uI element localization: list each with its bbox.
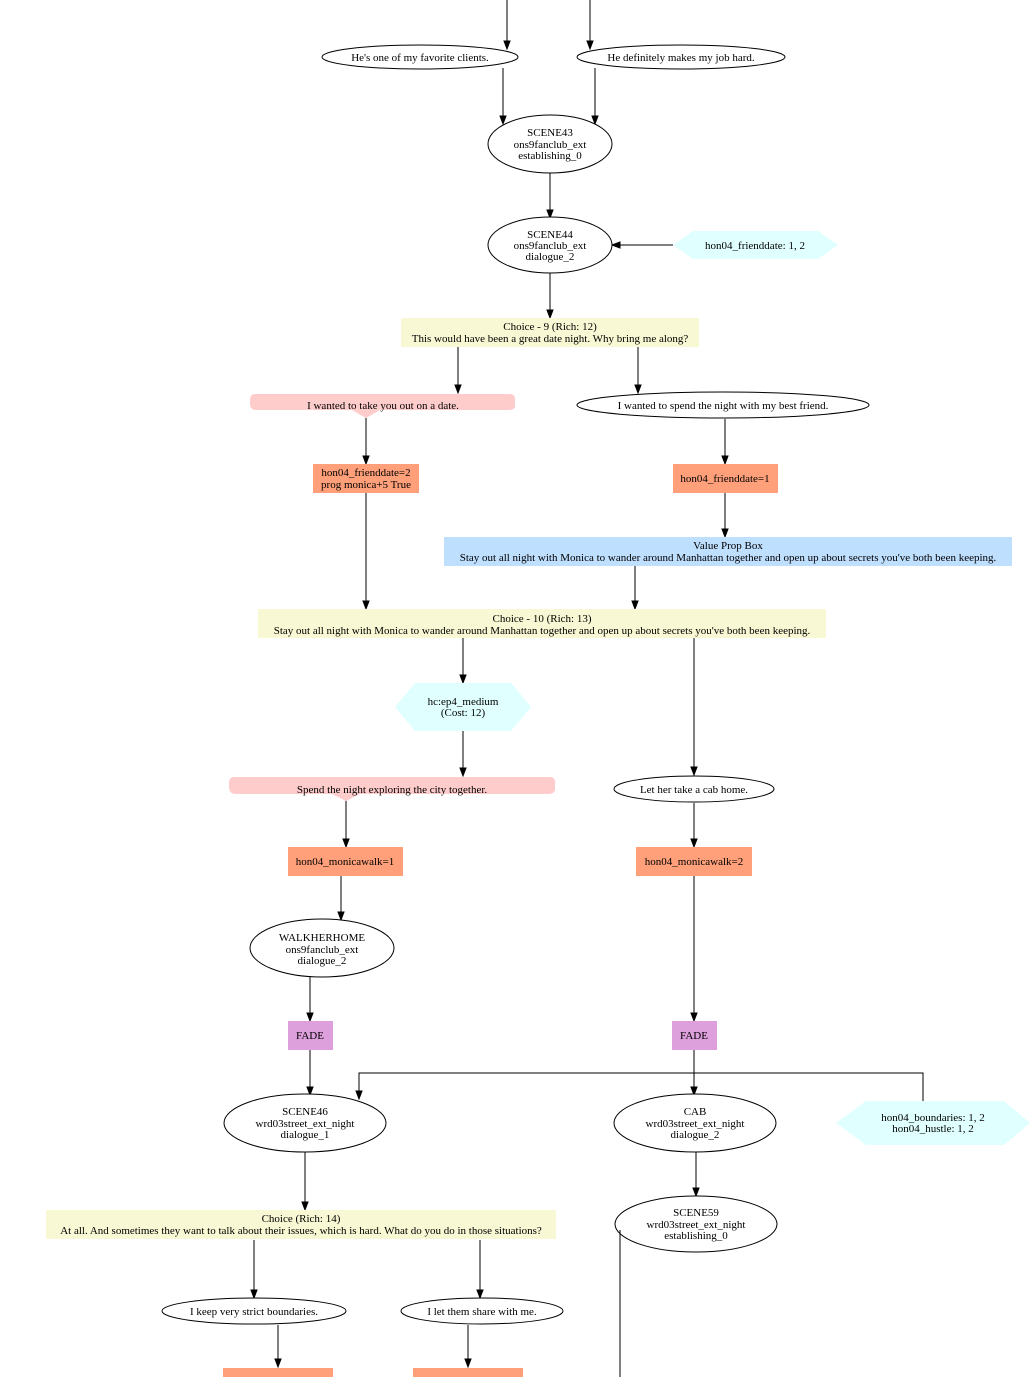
flag-box-cutoff	[223, 1368, 333, 1377]
cost-value: (Cost: 12)	[441, 707, 486, 719]
condition-label: hon04_frienddate: 1, 2	[705, 240, 805, 252]
scene-type: dialogue_1	[281, 1129, 330, 1141]
choice-prompt: This would have been a great date night.…	[412, 333, 689, 345]
option-label: I wanted to take you out on a date.	[307, 400, 459, 412]
option-label: Let her take a cab home.	[640, 784, 748, 796]
scene-type: dialogue_2	[671, 1129, 720, 1141]
flag-monicawalk-2: hon04_monicawalk=2	[636, 847, 752, 876]
scene-name: SCENE59	[673, 1207, 719, 1219]
scene-location: wrd03street_ext_night	[647, 1219, 746, 1231]
value-prop-text: Stay out all night with Monica to wander…	[460, 552, 997, 564]
walkherhome-node: WALKHERHOME ons9fanclub_ext dialogue_2	[249, 918, 395, 978]
choice-title: Choice - 9 (Rich: 12)	[503, 321, 597, 333]
fade-label: FADE	[296, 1030, 324, 1042]
option-label: I wanted to spend the night with my best…	[618, 400, 829, 412]
hex-boundaries-hustle-condition: hon04_boundaries: 1, 2 hon04_hustle: 1, …	[836, 1101, 1030, 1145]
option-label: Spend the night exploring the city toget…	[297, 784, 488, 796]
option-label: I let them share with me.	[427, 1306, 537, 1318]
flag-frienddate-1: hon04_frienddate=1	[673, 464, 778, 493]
flag-frienddate-2: hon04_frienddate=2 prog monica+5 True	[313, 464, 419, 493]
scene-type: establishing_0	[518, 150, 582, 162]
option-favorite-client: He's one of my favorite clients.	[321, 44, 519, 70]
choice14-box: Choice (Rich: 14) At all. And sometimes …	[46, 1210, 556, 1239]
hex-frienddate-condition: hon04_frienddate: 1, 2	[673, 231, 838, 259]
option-label: He's one of my favorite clients.	[351, 52, 489, 64]
flag-line: hon04_frienddate=1	[680, 473, 769, 485]
scene-type: establishing_0	[664, 1230, 728, 1242]
choice9-box: Choice - 9 (Rich: 12) This would have be…	[401, 318, 699, 347]
scene-location: wrd03street_ext_night	[256, 1118, 355, 1130]
option-explore-city: Spend the night exploring the city toget…	[229, 777, 556, 801]
option-job-hard: He definitely makes my job hard.	[576, 44, 786, 70]
edges	[250, 0, 924, 1377]
fade-label: FADE	[680, 1030, 708, 1042]
scene-type: dialogue_2	[298, 955, 347, 967]
option-share-with-me: I let them share with me.	[400, 1297, 564, 1325]
fade-right: FADE	[672, 1021, 717, 1050]
scene-location: ons9fanclub_ext	[286, 944, 359, 956]
scene-location: ons9fanclub_ext	[514, 139, 587, 151]
option-best-friend: I wanted to spend the night with my best…	[576, 391, 870, 419]
scene-location: wrd03street_ext_night	[646, 1118, 745, 1130]
cost-label: hc:ep4_medium	[428, 696, 499, 708]
scene-name: SCENE43	[527, 127, 573, 139]
scene-name: CAB	[684, 1106, 707, 1118]
value-prop-box: Value Prop Box Stay out all night with M…	[444, 537, 1012, 566]
scene-name: SCENE46	[282, 1106, 328, 1118]
scene-type: dialogue_2	[526, 251, 575, 263]
choice-title: Choice (Rich: 14)	[262, 1213, 341, 1225]
flag-line: hon04_monicawalk=2	[645, 856, 743, 868]
scene43-node: SCENE43 ons9fanclub_ext establishing_0	[487, 114, 613, 174]
flag-line: hon04_frienddate=2	[321, 467, 410, 479]
option-label: He definitely makes my job hard.	[607, 52, 754, 64]
cab-node: CAB wrd03street_ext_night dialogue_2	[613, 1093, 777, 1153]
choice-prompt: Stay out all night with Monica to wander…	[274, 625, 811, 637]
scene44-node: SCENE44 ons9fanclub_ext dialogue_2	[487, 216, 613, 274]
value-prop-title: Value Prop Box	[693, 540, 763, 552]
edge	[358, 1072, 924, 1101]
scene46-node: SCENE46 wrd03street_ext_night dialogue_1	[223, 1093, 387, 1153]
fade-left: FADE	[288, 1021, 333, 1050]
hex-ep4-medium-cost: hc:ep4_medium (Cost: 12)	[395, 683, 531, 731]
choice10-box: Choice - 10 (Rich: 13) Stay out all nigh…	[258, 609, 826, 638]
option-date: I wanted to take you out on a date.	[250, 394, 516, 418]
condition-label: hon04_hustle: 1, 2	[892, 1123, 974, 1135]
flag-monicawalk-1: hon04_monicawalk=1	[288, 847, 403, 876]
scene-name: WALKHERHOME	[279, 932, 365, 944]
condition-label: hon04_boundaries: 1, 2	[881, 1112, 985, 1124]
choice-title: Choice - 10 (Rich: 13)	[493, 613, 592, 625]
flag-line: prog monica+5 True	[321, 479, 411, 491]
scene-name: SCENE44	[527, 229, 573, 241]
option-strict-boundaries: I keep very strict boundaries.	[161, 1297, 347, 1325]
scene-location: ons9fanclub_ext	[514, 240, 587, 252]
flag-line: hon04_monicawalk=1	[296, 856, 394, 868]
choice-prompt: At all. And sometimes they want to talk …	[60, 1225, 542, 1237]
option-cab-home: Let her take a cab home.	[613, 775, 775, 803]
scene59-node: SCENE59 wrd03street_ext_night establishi…	[614, 1195, 778, 1253]
flag-box-cutoff	[413, 1368, 523, 1377]
option-label: I keep very strict boundaries.	[190, 1306, 318, 1318]
